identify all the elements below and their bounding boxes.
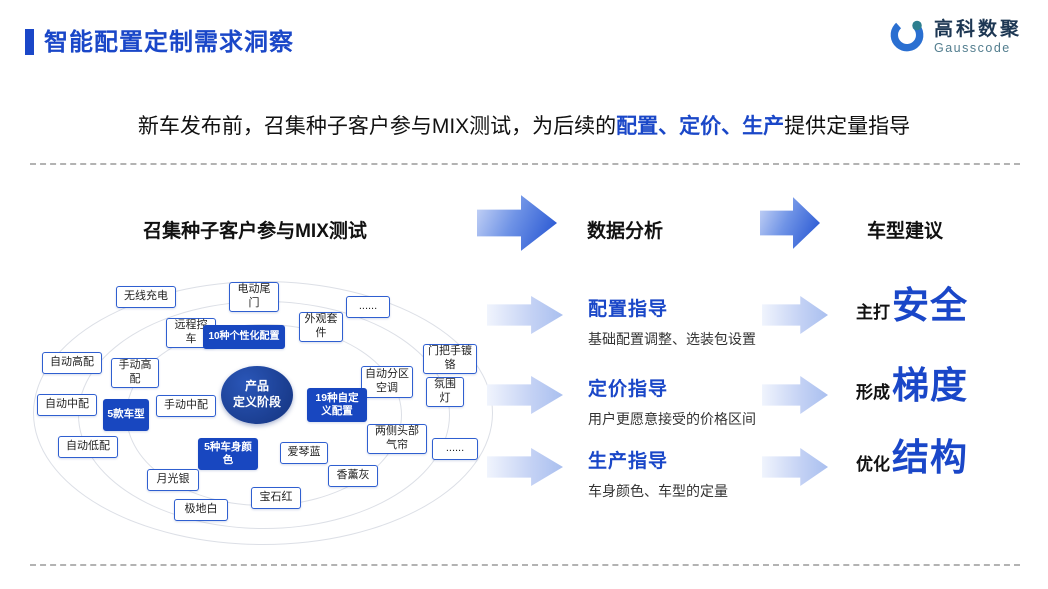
slide-subtitle: 新车发布前，召集种子客户参与MIX测试，为后续的配置、定价、生产提供定量指导	[0, 110, 1048, 140]
page-title: 智能配置定制需求洞察	[44, 29, 294, 56]
small-arrow-icon	[762, 376, 828, 414]
bubble-center-line1: 产品	[244, 379, 269, 394]
flow-arrow-2-icon	[760, 197, 820, 249]
analysis-desc: 用户更愿意接受的价格区间	[588, 411, 756, 427]
company-logo: 高科数聚 Gausscode	[888, 16, 1022, 59]
subtitle-highlight: 配置、定价、生产	[616, 115, 785, 138]
analysis-text: 生产指导 车身颜色、车型的定量	[588, 446, 728, 501]
bubble-label: 宝石红	[251, 487, 301, 509]
suggestion-prefix: 主打	[856, 303, 890, 322]
bubble-label: ......	[432, 438, 478, 460]
bubble-label: 外观套件	[299, 312, 343, 342]
bubble-label: 门把手镀铬	[423, 344, 477, 374]
bubble-label: 自动低配	[58, 436, 118, 458]
bubble-ellipse-outer	[33, 281, 493, 545]
bubble-group-label: 5种车身颜色	[198, 438, 258, 470]
bubble-group-label: 5款车型	[103, 399, 149, 431]
logo-subname: Gausscode	[933, 41, 1011, 56]
suggestion-prefix: 形成	[856, 383, 890, 402]
bubble-label: 极地白	[174, 499, 228, 521]
flow-step-left-title: 召集种子客户参与MIX测试	[143, 221, 367, 242]
bubble-group-label: 10种个性化配置	[203, 325, 285, 349]
flow-step-right-title: 车型建议	[866, 221, 943, 242]
small-arrow-icon	[487, 376, 563, 414]
analysis-text: 定价指导 用户更愿意接受的价格区间	[588, 374, 756, 429]
small-arrow-icon	[487, 448, 563, 486]
bubble-label: 电动尾门	[229, 282, 279, 312]
logo-name: 高科数聚	[933, 19, 1022, 41]
divider-dashed-bottom	[30, 564, 1020, 566]
subtitle-pre: 新车发布前，召集种子客户参与MIX测试，为后续的	[137, 115, 617, 138]
bubble-label: 无线充电	[116, 286, 176, 308]
suggestion-keyword: 结构	[892, 437, 968, 478]
bubble-label: 两侧头部气帘	[367, 424, 427, 454]
bubble-label: 香薰灰	[328, 465, 378, 487]
bubble-label: 自动高配	[42, 352, 102, 374]
analysis-desc: 基础配置调整、选装包设置	[588, 331, 756, 347]
small-arrow-icon	[762, 296, 828, 334]
analysis-row: 生产指导 车身颜色、车型的定量 优化 结构	[0, 437, 1048, 508]
analysis-row: 配置指导 基础配置调整、选装包设置 主打 安全	[0, 285, 1048, 356]
bubble-group-label: 19种自定义配置	[307, 388, 367, 422]
logo-icon	[888, 16, 926, 59]
title-accent-bar	[25, 29, 34, 55]
bubble-label: 月光银	[147, 469, 199, 491]
analysis-title: 生产指导	[588, 451, 669, 472]
suggestion: 形成 梯度	[856, 365, 968, 407]
suggestion: 主打 安全	[856, 285, 968, 327]
suggestion: 优化 结构	[856, 437, 968, 479]
analysis-title: 配置指导	[588, 299, 669, 320]
bubble-label: 爱琴蓝	[280, 442, 328, 464]
analysis-row: 定价指导 用户更愿意接受的价格区间 形成 梯度	[0, 365, 1048, 436]
bubble-label: 手动中配	[156, 395, 216, 417]
subtitle-post: 提供定量指导	[784, 115, 911, 138]
suggestion-prefix: 优化	[856, 455, 890, 474]
small-arrow-icon	[487, 296, 563, 334]
bubble-label: 自动中配	[37, 394, 97, 416]
suggestion-keyword: 安全	[892, 285, 968, 326]
bubble-label: ......	[346, 296, 390, 318]
flow-step-middle-title: 数据分析	[586, 221, 663, 242]
small-arrow-icon	[762, 448, 828, 486]
bubble-label: 自动分区空调	[361, 366, 413, 398]
bubble-center-line2: 定义阶段	[232, 395, 281, 409]
bubble-center: 产品 定义阶段	[221, 366, 293, 424]
analysis-title: 定价指导	[588, 379, 669, 400]
bubble-label: 手动高配	[111, 358, 159, 388]
analysis-text: 配置指导 基础配置调整、选装包设置	[588, 294, 756, 349]
flow-arrow-1-icon	[477, 195, 557, 251]
divider-dashed-top	[30, 163, 1020, 165]
bubble-label: 氛围灯	[426, 377, 464, 407]
suggestion-keyword: 梯度	[892, 365, 968, 406]
analysis-desc: 车身颜色、车型的定量	[588, 483, 728, 499]
